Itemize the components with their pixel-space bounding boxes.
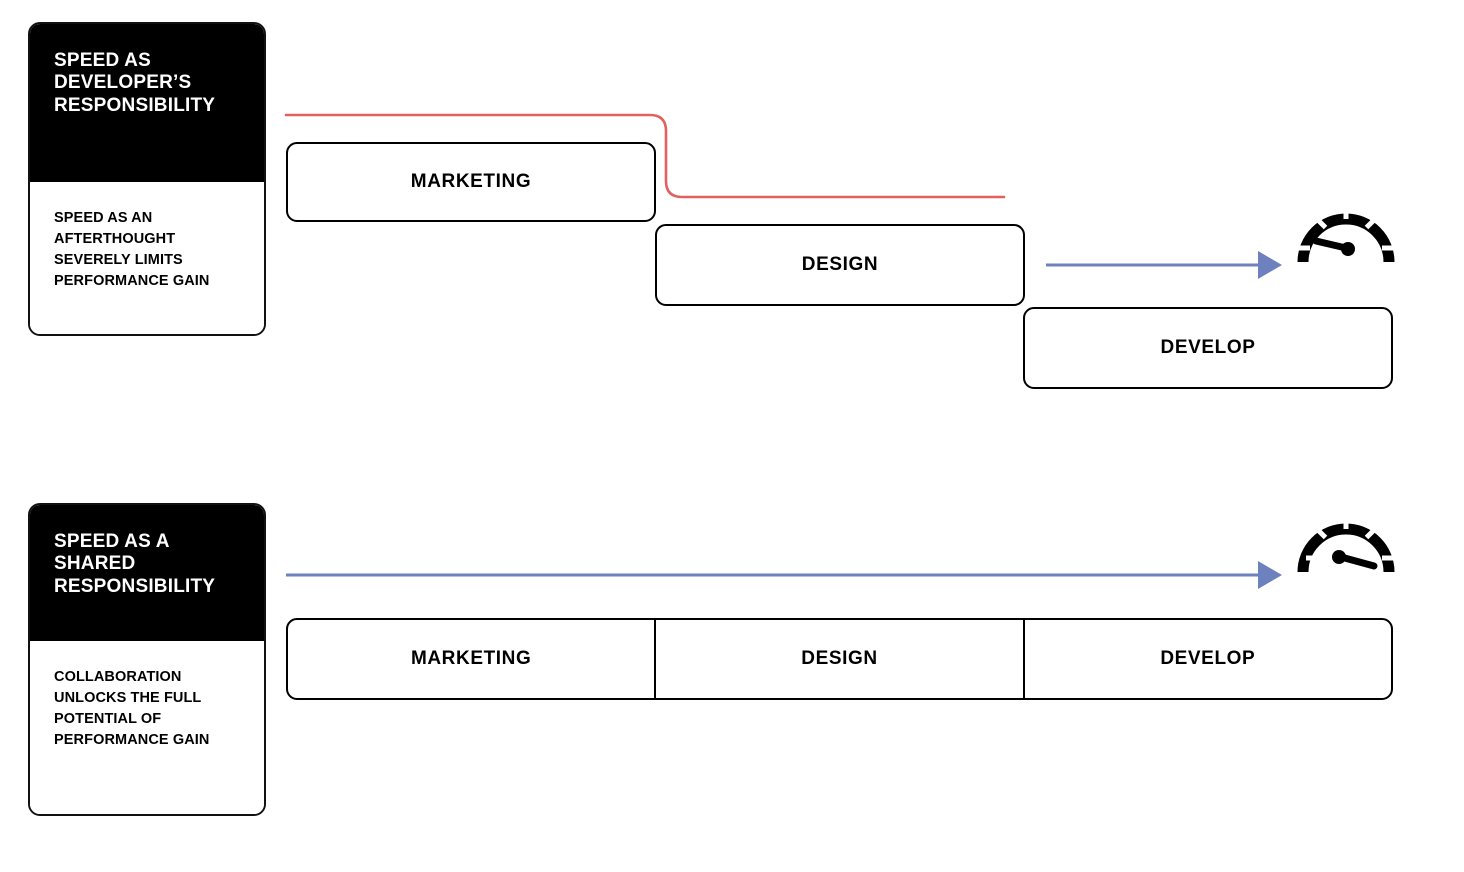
- stage-box-design-bottom[interactable]: DESIGN: [654, 620, 1022, 698]
- combined-stage-bar: MARKETING DESIGN DEVELOP: [286, 618, 1393, 700]
- card-heading: SPEED AS A SHARED RESPONSIBILITY: [30, 505, 264, 641]
- stage-label: DESIGN: [801, 648, 878, 669]
- card-body-text: SPEED AS AN AFTERTHOUGHT SEVERELY LIMITS…: [30, 182, 264, 334]
- gauge-hub: [1332, 550, 1346, 564]
- stage-label: DESIGN: [801, 254, 879, 275]
- gauge-hub: [1341, 242, 1355, 256]
- card-body-text: COLLABORATION UNLOCKS THE FULL POTENTIAL…: [30, 641, 264, 814]
- gauge-needle: [1312, 237, 1350, 252]
- stage-box-marketing-bottom[interactable]: MARKETING: [288, 620, 654, 698]
- stage-label: DEVELOP: [1160, 337, 1256, 358]
- card-shared-responsibility: SPEED AS A SHARED RESPONSIBILITY COLLABO…: [28, 503, 266, 816]
- stage-label: MARKETING: [410, 171, 532, 192]
- speed-arrow-top: [1046, 251, 1282, 279]
- speedometer-high: [1297, 515, 1396, 573]
- stage-label: DEVELOP: [1160, 648, 1256, 669]
- speed-arrow-head: [1258, 251, 1282, 279]
- card-heading: SPEED AS DEVELOPER’S RESPONSIBILITY: [30, 24, 264, 182]
- stage-box-develop-top[interactable]: DEVELOP: [1023, 307, 1393, 389]
- card-developer-responsibility: SPEED AS DEVELOPER’S RESPONSIBILITY SPEE…: [28, 22, 266, 336]
- stage-label: MARKETING: [410, 648, 532, 669]
- gauge-needle: [1337, 553, 1378, 570]
- stage-box-marketing-top[interactable]: MARKETING: [286, 142, 656, 222]
- speed-arrow-head: [1258, 561, 1282, 589]
- stage-box-develop-bottom[interactable]: DEVELOP: [1022, 620, 1391, 698]
- speedometer-low: [1296, 205, 1396, 263]
- speed-arrow-bottom: [286, 561, 1282, 589]
- stage-box-design-top[interactable]: DESIGN: [655, 224, 1025, 306]
